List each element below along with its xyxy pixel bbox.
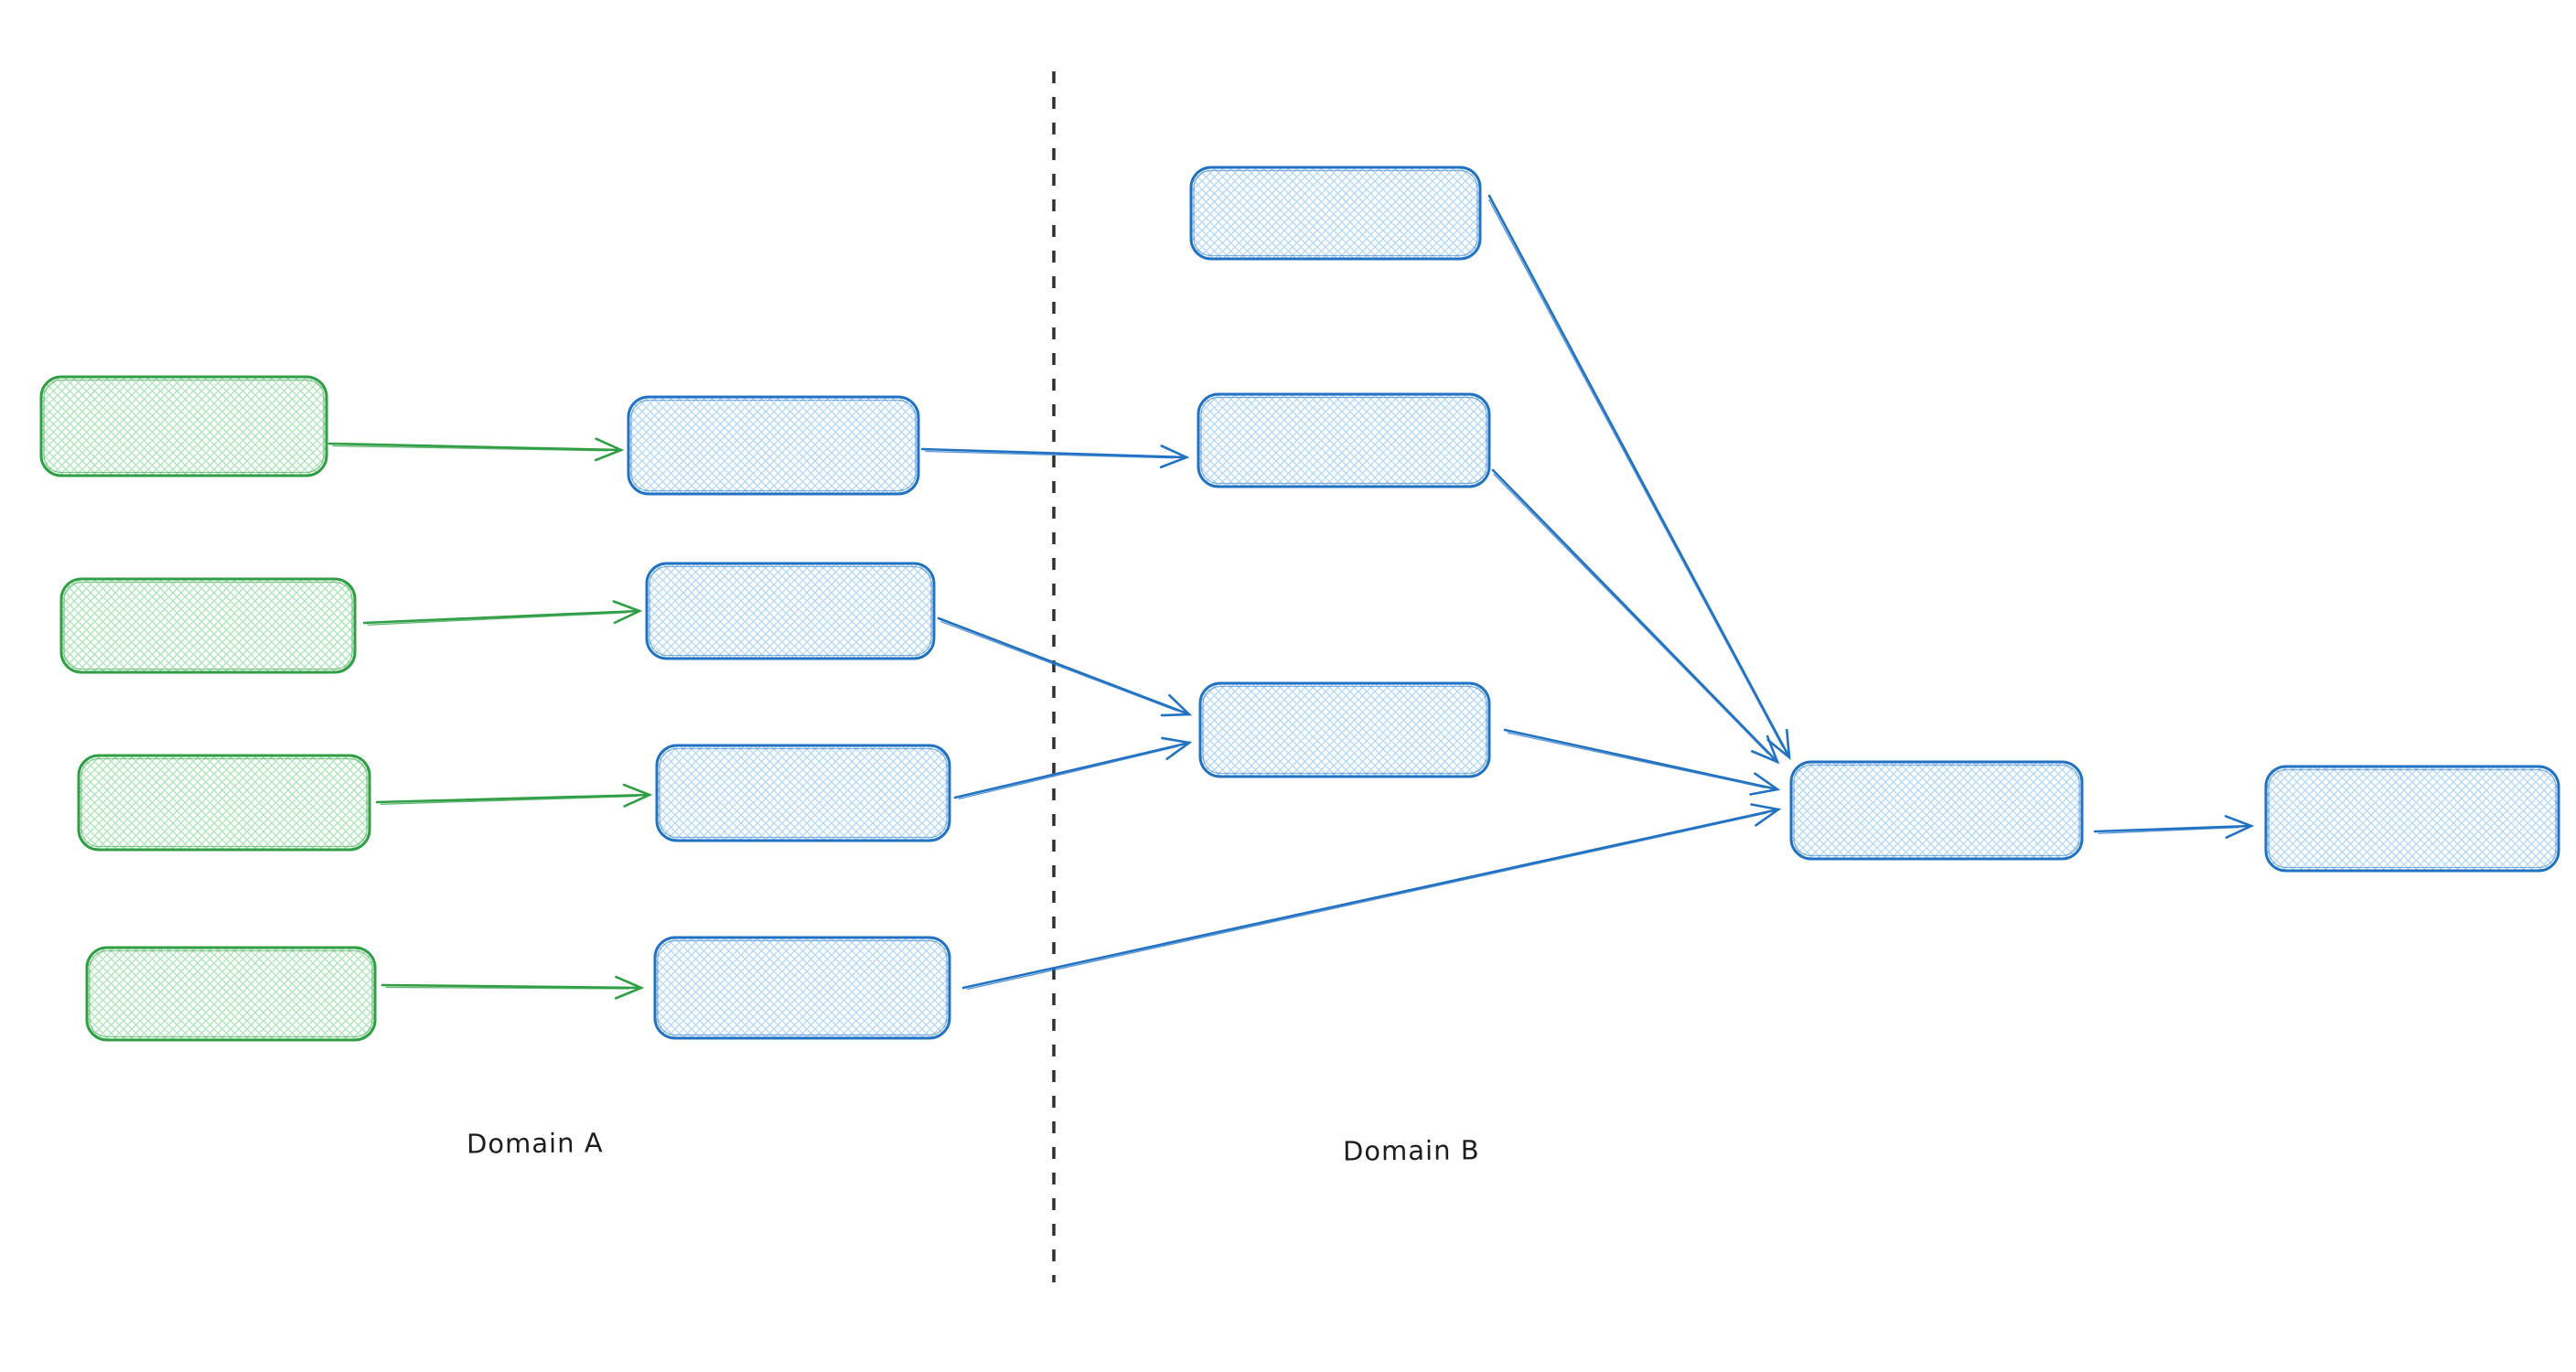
domain-b-node-1[interactable] <box>1189 166 1482 261</box>
domain-a-source-3[interactable] <box>77 754 371 852</box>
domain-b-output[interactable] <box>2264 765 2560 873</box>
domain-a-source-2[interactable] <box>59 577 357 674</box>
edge-a2-to-b3[interactable] <box>937 616 1193 717</box>
domain-a-node-4[interactable] <box>653 936 951 1040</box>
domain-a-source-1[interactable] <box>39 375 328 477</box>
domain-b-node-2[interactable] <box>1197 392 1491 488</box>
edge-a3-to-b3[interactable] <box>953 736 1193 800</box>
nodes-layer <box>39 166 2560 1042</box>
edge-source2-to-a2[interactable] <box>362 600 643 626</box>
domain-a-label[interactable]: Domain A <box>466 1127 604 1160</box>
edge-b2-to-merge[interactable] <box>1491 468 1780 765</box>
domain-a-node-1[interactable] <box>627 395 920 496</box>
domain-a-source-4[interactable] <box>85 946 377 1042</box>
edge-source3-to-a3[interactable] <box>375 783 653 808</box>
edge-a4-to-merge[interactable] <box>961 803 1782 991</box>
edges-layer <box>327 194 2255 1000</box>
domain-b-merge[interactable] <box>1789 760 2084 861</box>
domain-b-label[interactable]: Domain B <box>1342 1134 1480 1167</box>
edge-source1-to-a1[interactable] <box>327 437 625 462</box>
domain-a-node-2[interactable] <box>645 562 936 660</box>
edge-b1-to-merge[interactable] <box>1487 194 1791 760</box>
edge-source4-to-a4[interactable] <box>381 975 645 1000</box>
edge-b3-to-merge[interactable] <box>1503 728 1781 796</box>
domain-b-node-3[interactable] <box>1198 681 1491 778</box>
edge-merge-to-output[interactable] <box>2093 814 2255 839</box>
domain-a-node-3[interactable] <box>655 744 951 842</box>
edge-a1-to-b2[interactable] <box>920 445 1190 469</box>
